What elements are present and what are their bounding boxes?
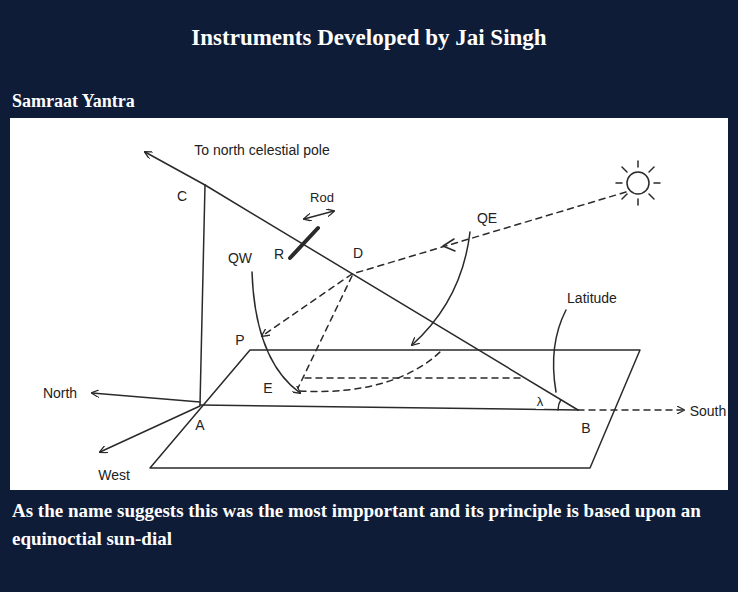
- point-letter: C: [176, 188, 188, 204]
- quadrant-label: QE: [476, 210, 498, 226]
- pole-label: To north celestial pole: [193, 142, 330, 158]
- north-arrow: [92, 393, 200, 402]
- angle-name: Latitude: [566, 290, 618, 306]
- east-quadrant-arc: [412, 232, 470, 345]
- point-letter: D: [352, 245, 364, 261]
- south-arrow: [578, 409, 684, 411]
- meridian-base-line: [200, 405, 578, 410]
- sun-rays: [616, 161, 660, 205]
- point-letter: B: [580, 420, 591, 436]
- direction-label: North: [42, 385, 78, 401]
- west-arrow: [100, 406, 200, 452]
- section-heading: Samraat Yantra: [12, 91, 135, 112]
- west-quadrant-arc: [252, 272, 300, 393]
- dashed-base-line: [305, 377, 525, 379]
- latitude-leader: [554, 310, 566, 392]
- rod-pointer: [304, 211, 334, 219]
- ground-plane: [150, 350, 640, 468]
- slide-caption: As the name suggests this was the most i…: [12, 497, 726, 552]
- part-name: Rod: [309, 190, 335, 205]
- point-letter: R: [273, 246, 285, 262]
- vertical-edge: [200, 185, 205, 405]
- shadow-curve: [300, 352, 440, 392]
- direction-label: South: [689, 403, 728, 419]
- slide-title: Instruments Developed by Jai Singh: [191, 25, 546, 51]
- drawing-panel: [10, 118, 728, 490]
- gnomon-hypotenuse: [205, 185, 578, 410]
- direction-label: West: [97, 467, 131, 483]
- point-letter: E: [262, 380, 273, 396]
- point-letter: P: [234, 332, 245, 348]
- angle-symbol: λ: [536, 394, 545, 409]
- latitude-angle-arc: [558, 400, 561, 410]
- sun-symbol: [627, 172, 649, 194]
- point-letter: A: [194, 417, 205, 433]
- quadrant-label: QW: [227, 250, 253, 266]
- ray-direction-mark: [443, 239, 455, 251]
- sun-ray: [262, 192, 626, 336]
- shadow-line: [298, 276, 352, 388]
- rod-symbol: [290, 228, 318, 258]
